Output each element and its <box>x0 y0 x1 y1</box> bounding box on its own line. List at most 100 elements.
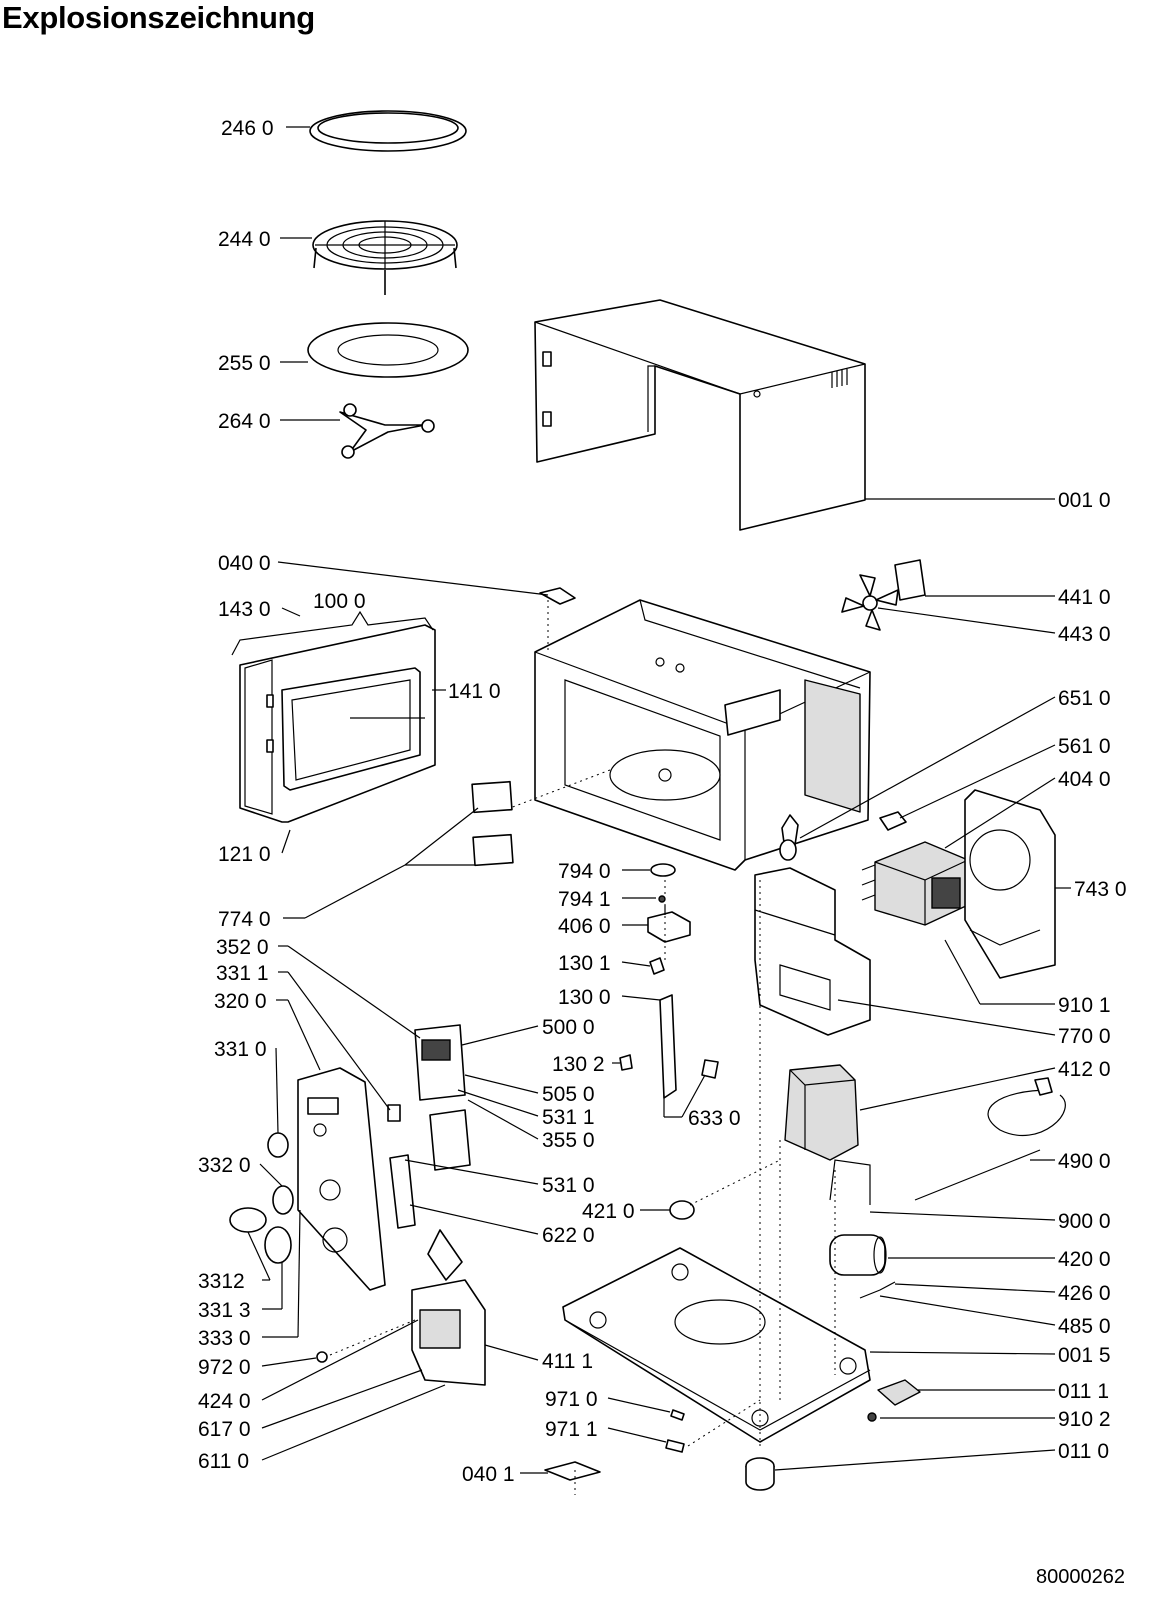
part-cover-774-a <box>471 780 513 814</box>
part-module-355 <box>429 1109 471 1171</box>
part-capacitor-clamp-900 <box>829 1159 871 1205</box>
leader-lines <box>247 126 1071 1474</box>
label-971-1: 971 1 <box>545 1418 598 1441</box>
part-power-cord-490 <box>914 1089 1066 1201</box>
label-355-0: 355 0 <box>542 1129 595 1152</box>
label-971-0: 971 0 <box>545 1388 598 1411</box>
part-duct-770 <box>754 867 871 1036</box>
part-turntable-motor-406 <box>647 905 691 943</box>
part-knob-cap-331 <box>267 1132 289 1158</box>
label-333-0: 333 0 <box>198 1327 251 1350</box>
label-331-0: 331 0 <box>214 1038 267 1061</box>
part-hv-transformer-412 <box>784 1064 859 1161</box>
part-oven-cavity <box>534 587 871 871</box>
label-141-0: 141 0 <box>448 680 501 703</box>
part-coupler-794 <box>650 863 676 877</box>
part-bracket-040-1 <box>544 1461 601 1481</box>
label-531-0: 531 0 <box>542 1174 595 1197</box>
label-412-0: 412 0 <box>1058 1058 1111 1081</box>
label-255-0: 255 0 <box>218 352 271 375</box>
label-001-5: 001 5 <box>1058 1344 1111 1367</box>
part-plug <box>1034 1077 1053 1096</box>
label-443-0: 443 0 <box>1058 623 1111 646</box>
label-774-0: 774 0 <box>218 908 271 931</box>
part-clip-971-1 <box>665 1439 685 1453</box>
assembly-guide-lines <box>329 600 836 1495</box>
part-fan-443 <box>841 574 899 631</box>
label-424-0: 424 0 <box>198 1390 251 1413</box>
label-972-0: 972 0 <box>198 1356 251 1379</box>
part-board-622 <box>389 1154 416 1229</box>
part-switch-561 <box>879 811 907 831</box>
label-040-1: 040 1 <box>462 1463 515 1486</box>
label-421-0: 421 0 <box>582 1200 635 1223</box>
label-011-1: 011 1 <box>1058 1380 1109 1403</box>
part-microswitch-633 <box>701 1059 719 1079</box>
part-actuator-130-1 <box>649 957 665 975</box>
document-number: 80000262 <box>1036 1566 1125 1588</box>
label-611-0: 611 0 <box>198 1450 249 1473</box>
part-screw-794-1 <box>658 895 666 903</box>
label-426-0: 426 0 <box>1058 1282 1111 1305</box>
part-plate-arrow <box>427 1229 463 1281</box>
label-352-0: 352 0 <box>216 936 269 959</box>
label-404-0: 404 0 <box>1058 768 1111 791</box>
part-labels: 246 0 244 0 255 0 264 0 001 0 040 0 100 … <box>198 117 1127 1486</box>
label-244-0: 244 0 <box>218 228 271 251</box>
label-130-1: 130 1 <box>558 952 611 975</box>
part-ring-246 <box>309 110 467 152</box>
label-320-0: 320 0 <box>214 990 267 1013</box>
part-pcb-500 <box>414 1024 466 1101</box>
label-130-0: 130 0 <box>558 986 611 1009</box>
label-900-0: 900 0 <box>1058 1210 1111 1233</box>
part-fan-bracket-441 <box>894 559 926 601</box>
part-knob-3312 <box>229 1207 267 1233</box>
label-561-0: 561 0 <box>1058 735 1111 758</box>
label-264-0: 264 0 <box>218 410 271 433</box>
label-332-0: 332 0 <box>198 1154 251 1177</box>
part-air-guide-743 <box>964 789 1056 979</box>
label-011-0: 011 0 <box>1058 1440 1109 1463</box>
part-turntable-plate-255 <box>307 322 469 378</box>
label-485-0: 485 0 <box>1058 1315 1111 1338</box>
label-411-1: 411 1 <box>542 1350 593 1373</box>
part-spring-130-2 <box>619 1054 633 1071</box>
part-screw-910-2 <box>867 1412 877 1422</box>
part-door-assembly-100 <box>231 610 436 823</box>
label-910-2: 910 2 <box>1058 1408 1111 1431</box>
label-130-2: 130 2 <box>552 1053 605 1076</box>
label-531-1: 531 1 <box>542 1106 595 1129</box>
part-capacitor-420 <box>829 1234 887 1276</box>
label-617-0: 617 0 <box>198 1418 251 1441</box>
part-foot-011-0 <box>745 1457 775 1491</box>
label-441-0: 441 0 <box>1058 586 1111 609</box>
part-control-panel-320 <box>297 1067 386 1291</box>
label-651-0: 651 0 <box>1058 687 1111 710</box>
part-lamp-651 <box>779 814 799 861</box>
label-246-0: 246 0 <box>221 117 274 140</box>
part-cover-774-b <box>472 833 514 867</box>
label-633-0: 633 0 <box>688 1107 741 1130</box>
label-505-0: 505 0 <box>542 1083 595 1106</box>
part-gear-332 <box>272 1185 294 1215</box>
label-910-1: 910 1 <box>1058 994 1111 1017</box>
part-board-411 <box>411 1279 486 1386</box>
part-knob-331-3 <box>264 1226 292 1264</box>
label-743-0: 743 0 <box>1074 878 1127 901</box>
label-490-0: 490 0 <box>1058 1150 1111 1173</box>
label-622-0: 622 0 <box>542 1224 595 1247</box>
label-121-0: 121 0 <box>218 843 271 866</box>
part-base-plate-001-5 <box>562 1247 871 1443</box>
label-001-0: 001 0 <box>1058 489 1111 512</box>
part-roller-support-264 <box>339 403 435 459</box>
part-foot-011-1 <box>877 1379 921 1406</box>
part-outer-cabinet-001 <box>534 299 866 531</box>
part-latch-130 <box>659 994 677 1099</box>
part-fuse-421 <box>669 1200 695 1220</box>
part-screw-972 <box>316 1351 328 1363</box>
label-100-0: 100 0 <box>313 590 366 613</box>
label-794-0: 794 0 <box>558 860 611 883</box>
label-143-0: 143 0 <box>218 598 271 621</box>
part-button-331-1 <box>387 1104 401 1122</box>
